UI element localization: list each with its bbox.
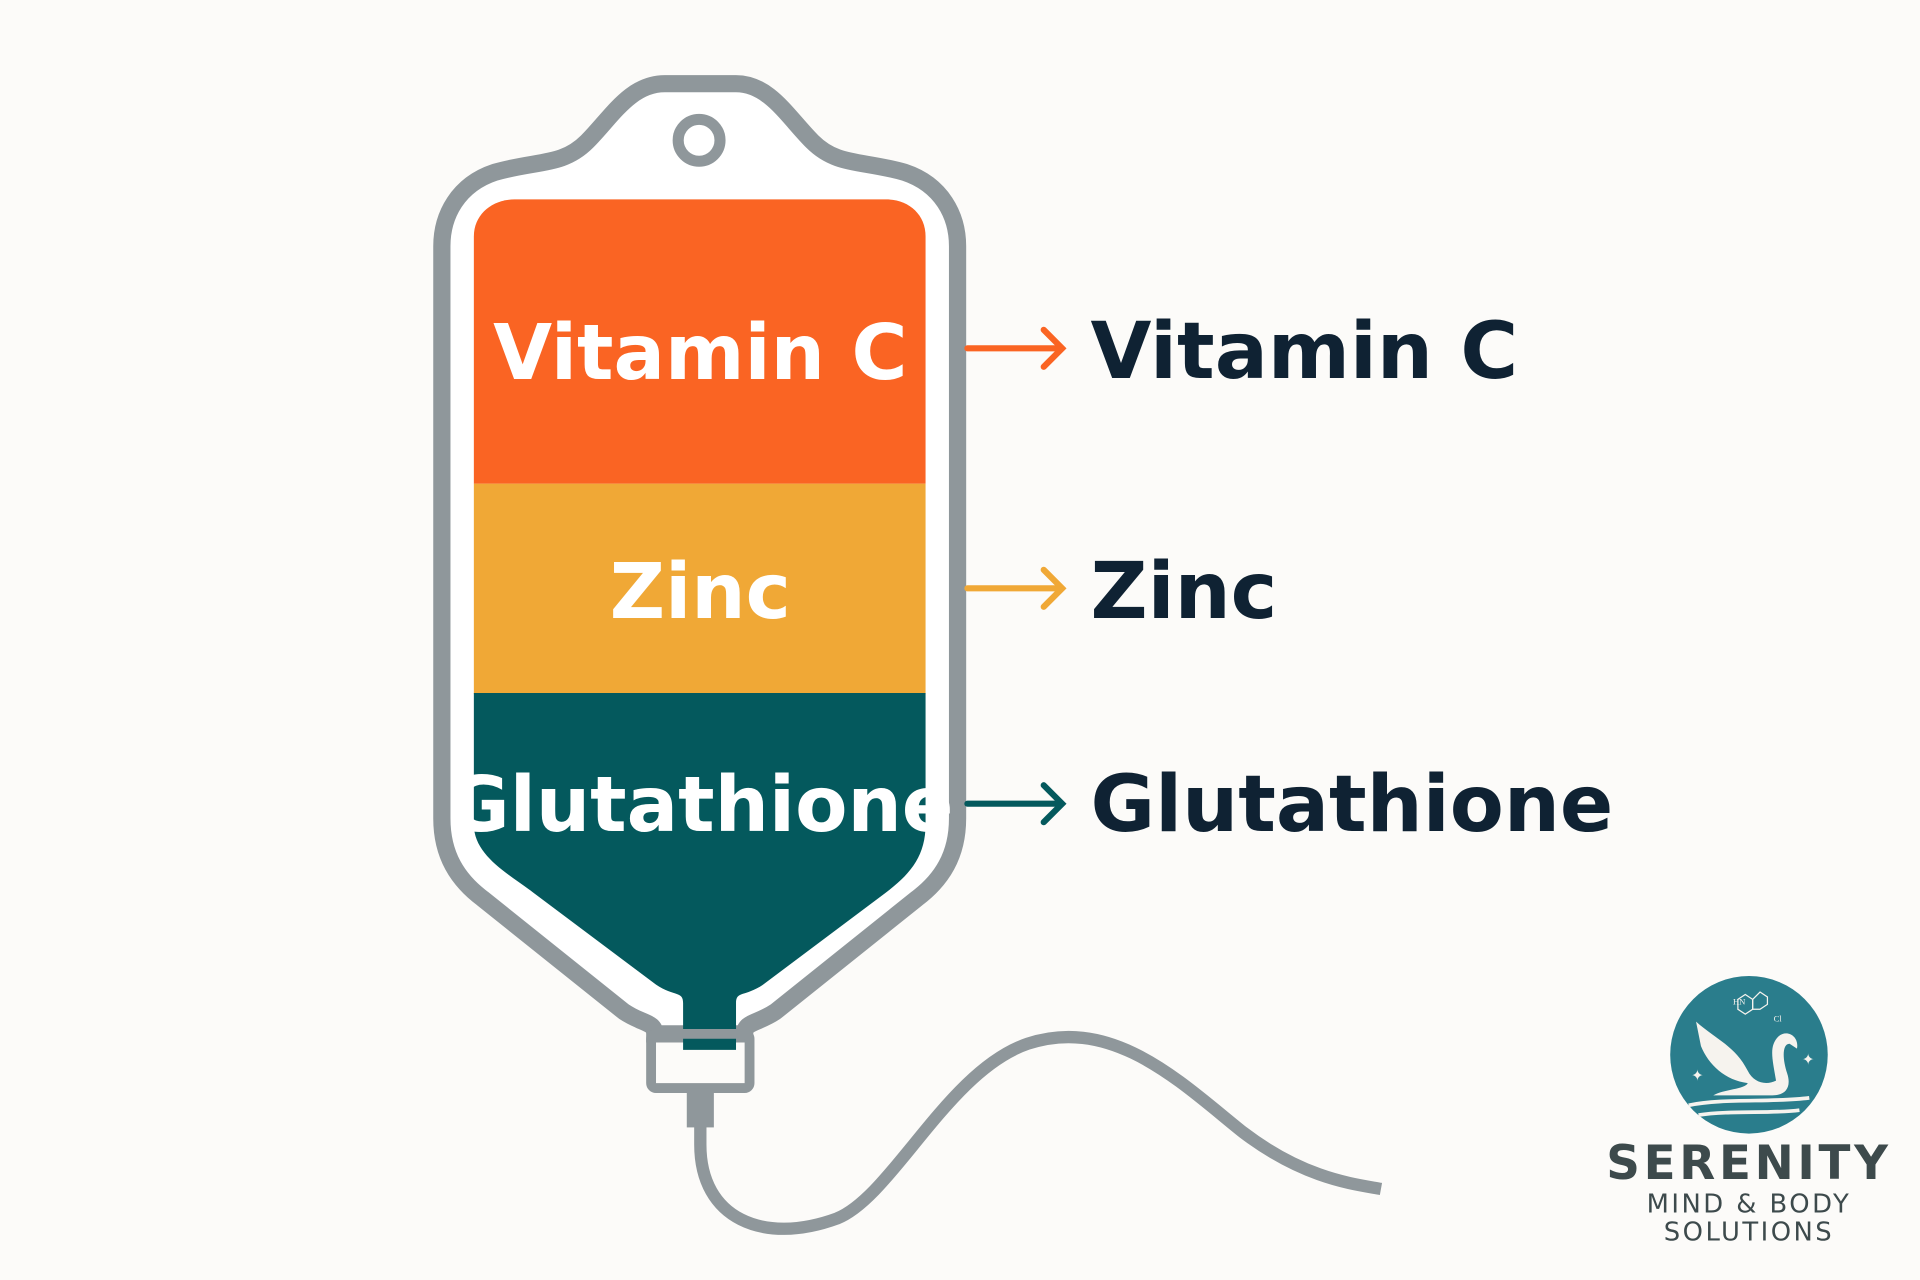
layer-zinc	[473, 483, 926, 695]
molecule-icon	[1737, 991, 1769, 1015]
hanger-hole	[672, 113, 726, 167]
layer-label-zinc: Zinc	[610, 547, 791, 636]
serenity-logo: ✦ ✦ HN Cl SERENITY MIND & BODY SOLUTIONS	[1606, 976, 1891, 1248]
layer-vitamin-c	[473, 199, 926, 484]
callout-zinc: Zinc	[1090, 545, 1277, 637]
arrow-icon	[964, 566, 1067, 610]
logo-name: SERENITY	[1606, 1137, 1891, 1191]
swan-icon	[1696, 1021, 1798, 1096]
molecule-label: HN	[1733, 996, 1746, 1006]
callout-vitamin-c: Vitamin C	[1090, 305, 1518, 397]
arrow-icon	[964, 326, 1067, 370]
iv-tube	[694, 1030, 1383, 1235]
sparkle-icon: ✦	[1691, 1069, 1703, 1085]
connector-stem	[686, 1088, 714, 1128]
layer-label-glutathione: Glutathione	[447, 760, 953, 849]
logo-tagline-2: SOLUTIONS	[1664, 1218, 1834, 1248]
callout-glutathione: Glutathione	[1090, 758, 1613, 850]
arrow-icon	[964, 782, 1067, 826]
logo-tagline-1: MIND & BODY	[1647, 1189, 1852, 1219]
molecule-label: Cl	[1774, 1014, 1783, 1024]
layer-label-vitamin-c: Vitamin C	[493, 308, 907, 397]
sparkle-icon: ✦	[1802, 1053, 1814, 1069]
layer-glutathione	[473, 692, 926, 1050]
